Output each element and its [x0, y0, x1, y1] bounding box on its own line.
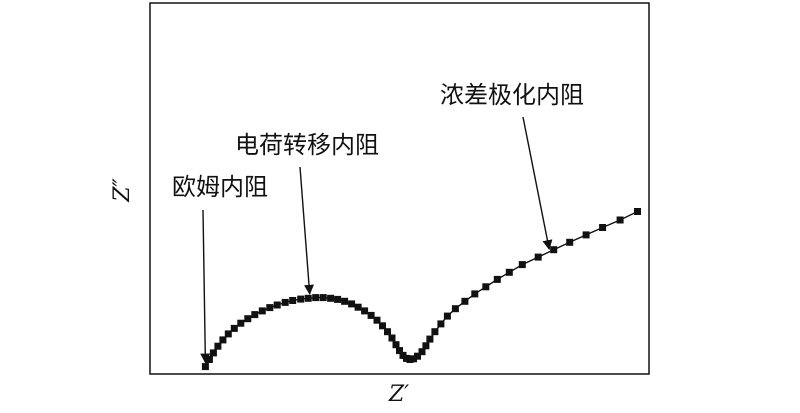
data-point-marker — [418, 348, 426, 356]
data-point-marker — [251, 311, 259, 319]
data-point-marker — [493, 275, 501, 283]
data-point-marker — [384, 328, 391, 336]
annotation-arrow — [299, 166, 314, 295]
data-point-marker — [297, 295, 305, 303]
data-point-marker — [237, 319, 245, 327]
data-point-marker — [258, 307, 266, 315]
data-point-marker — [422, 342, 430, 350]
data-point-marker — [437, 320, 445, 328]
data-point-marker — [616, 216, 624, 224]
data-point-marker — [341, 297, 349, 305]
data-point-marker — [443, 312, 451, 320]
data-point-marker — [634, 208, 641, 215]
data-point-marker — [214, 342, 222, 350]
data-point-marker — [289, 297, 297, 304]
data-point-marker — [205, 356, 213, 363]
y-axis-label: Z″ — [110, 177, 135, 202]
data-point-marker — [414, 352, 421, 360]
annotation-arrow — [522, 116, 553, 251]
data-point-marker — [312, 294, 320, 302]
data-point-marker — [410, 355, 417, 363]
data-point-marker — [327, 294, 335, 302]
x-axis-label: Z′ — [388, 382, 409, 407]
data-point-marker — [361, 307, 369, 315]
data-point-marker — [354, 303, 362, 311]
data-point-marker — [304, 294, 312, 302]
chart-frame — [149, 2, 650, 375]
data-point-marker — [451, 305, 459, 313]
annotation-charge-transfer-resistance: 电荷转移内阻 — [235, 131, 379, 159]
data-point-marker — [550, 246, 558, 254]
data-point-marker — [534, 253, 542, 261]
data-point-marker — [334, 295, 342, 303]
data-point-marker — [244, 315, 252, 323]
data-point-marker — [266, 304, 274, 312]
data-point-marker — [209, 349, 217, 357]
data-point-marker — [373, 316, 381, 324]
series-layer — [201, 208, 641, 371]
data-point-marker — [566, 238, 574, 246]
data-point-marker — [461, 297, 469, 305]
data-point-marker — [431, 328, 439, 336]
data-point-marker — [319, 294, 327, 302]
data-point-marker — [348, 300, 356, 308]
data-point-marker — [201, 363, 209, 371]
data-point-marker — [505, 268, 513, 276]
data-point-marker — [582, 231, 590, 239]
annotation-concentration-polarization-resistance: 浓差极化内阻 — [440, 81, 584, 109]
data-point-marker — [230, 324, 238, 332]
data-point-marker — [219, 336, 227, 344]
annotation-ohmic-resistance: 欧姆内阻 — [172, 173, 268, 201]
data-point-marker — [224, 330, 232, 338]
data-point-marker — [599, 224, 607, 231]
data-point-marker — [482, 283, 490, 291]
data-point-marker — [426, 335, 434, 343]
data-point-marker — [392, 341, 400, 349]
data-point-marker — [518, 261, 526, 269]
data-point-marker — [396, 347, 403, 355]
annotation-arrows — [200, 116, 553, 364]
data-point-marker — [281, 298, 289, 306]
annotation-arrow — [200, 209, 211, 364]
data-point-marker — [273, 301, 281, 309]
data-point-marker — [379, 322, 386, 330]
data-point-marker — [367, 311, 375, 319]
data-point-marker — [388, 334, 396, 342]
data-point-marker — [471, 290, 479, 298]
impedance-curve-line — [204, 210, 638, 367]
